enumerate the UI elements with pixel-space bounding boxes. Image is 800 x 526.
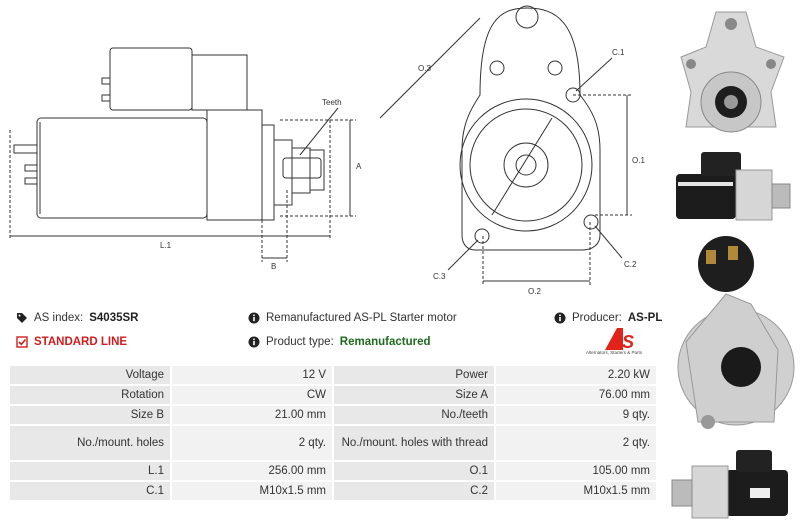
spec-value: 2 qty. — [172, 426, 332, 460]
producer-value: AS-PL — [627, 312, 663, 324]
logo-subtitle: Alternators, Starters & Parts — [586, 350, 643, 355]
label-o2: O.2 — [528, 287, 541, 296]
standard-line-row: STANDARD LINE — [16, 336, 127, 348]
label-l1: L.1 — [160, 241, 172, 250]
table-row: Rotation CW Size A 76.00 mm — [10, 386, 656, 404]
spec-key: C.2 — [334, 482, 494, 500]
standard-line-label: STANDARD LINE — [34, 336, 128, 348]
spec-key: No./mount. holes — [10, 426, 170, 460]
table-row: No./mount. holes 2 qty. No./mount. holes… — [10, 426, 656, 460]
spec-value: 21.00 mm — [172, 406, 332, 424]
label-c2: C.2 — [624, 260, 637, 269]
spec-key: C.1 — [10, 482, 170, 500]
label-c1: C.1 — [612, 48, 625, 57]
label-teeth: Teeth — [322, 98, 342, 107]
spec-value: 2.20 kW — [496, 366, 656, 384]
description-row: Remanufactured AS-PL Starter motor — [248, 312, 457, 324]
info-icon — [554, 312, 566, 324]
product-type-row: Product type: Remanufactured — [248, 336, 431, 348]
drawing-svg — [9, 5, 632, 285]
photo-front-flange[interactable] — [666, 2, 796, 140]
spec-key: Size A — [334, 386, 494, 404]
producer-row: Producer: AS-PL — [554, 312, 662, 324]
as-index-value: S4035SR — [89, 312, 139, 324]
label-b: B — [271, 262, 277, 271]
label-o3: O.3 — [418, 64, 431, 73]
label-c3: C.3 — [433, 272, 446, 281]
info-icon — [248, 336, 260, 348]
spec-key: No./teeth — [334, 406, 494, 424]
spec-key: Rotation — [10, 386, 170, 404]
spec-key: Power — [334, 366, 494, 384]
spec-key: L.1 — [10, 462, 170, 480]
photo-rear[interactable] — [666, 232, 796, 440]
technical-drawing: Teeth A L.1 B O.3 C.1 O.1 C.3 C.2 O.2 — [0, 0, 660, 300]
spec-key: O.1 — [334, 462, 494, 480]
spec-value: 2 qty. — [496, 426, 656, 460]
front-view — [459, 5, 601, 251]
product-photos — [662, 0, 800, 526]
spec-value: 9 qty. — [496, 406, 656, 424]
product-type-label: Product type: — [266, 336, 334, 348]
table-row: C.1 M10x1.5 mm C.2 M10x1.5 mm — [10, 482, 656, 500]
side-view — [13, 47, 325, 221]
as-pl-logo: AS — [583, 326, 661, 358]
spec-key: No./mount. holes with thread — [334, 426, 494, 460]
as-index-label: AS index: — [34, 312, 84, 324]
label-a: A — [356, 162, 362, 171]
tag-icon — [16, 312, 28, 324]
spec-key: Size B — [10, 406, 170, 424]
info-icon — [248, 312, 260, 324]
spec-value: 256.00 mm — [172, 462, 332, 480]
description-text: Remanufactured AS-PL Starter motor — [266, 312, 457, 324]
table-row: Voltage 12 V Power 2.20 kW — [10, 366, 656, 384]
photo-side-2[interactable] — [666, 444, 796, 522]
as-index-row: AS index: S4035SR — [16, 312, 138, 324]
front-dim-arrows — [379, 17, 628, 282]
table-row: Size B 21.00 mm No./teeth 9 qty. — [10, 406, 656, 424]
product-type-value: Remanufactured — [339, 336, 431, 348]
label-o1: O.1 — [632, 156, 645, 165]
table-row: L.1 256.00 mm O.1 105.00 mm — [10, 462, 656, 480]
svg-text:AS: AS — [608, 332, 634, 352]
spec-value: M10x1.5 mm — [172, 482, 332, 500]
spec-value: 105.00 mm — [496, 462, 656, 480]
spec-table: Voltage 12 V Power 2.20 kW Rotation CW S… — [8, 364, 658, 502]
side-dimensions — [9, 119, 356, 262]
side-dim-arrows — [10, 107, 351, 259]
spec-key: Voltage — [10, 366, 170, 384]
front-dimensions — [482, 94, 632, 285]
spec-value: 76.00 mm — [496, 386, 656, 404]
spec-value: 12 V — [172, 366, 332, 384]
spec-value: CW — [172, 386, 332, 404]
producer-label: Producer: — [572, 312, 622, 324]
spec-value: M10x1.5 mm — [496, 482, 656, 500]
photo-side[interactable] — [666, 146, 796, 226]
checkbox-checked-icon — [16, 336, 28, 348]
